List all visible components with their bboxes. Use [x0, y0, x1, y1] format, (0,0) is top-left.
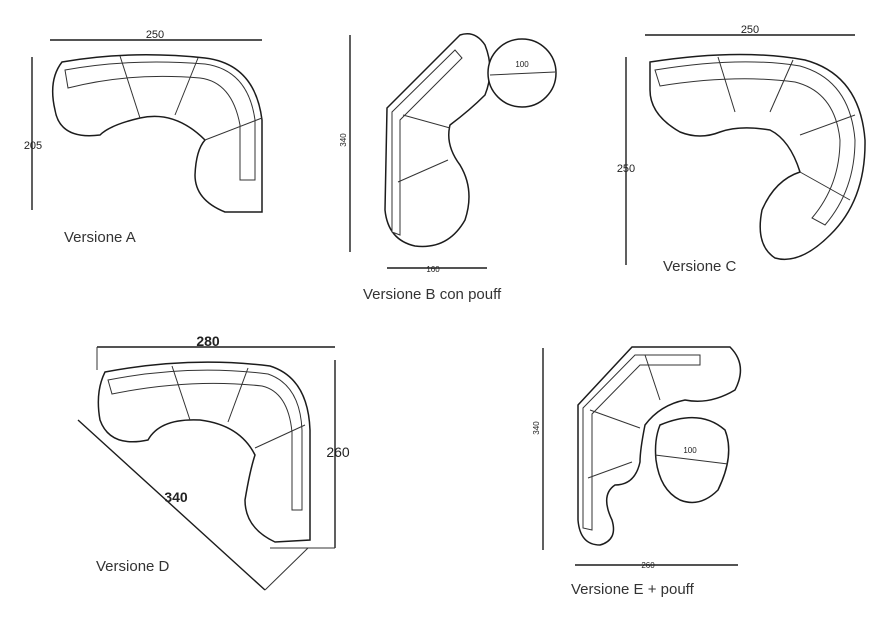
version-a-backrest [64, 61, 256, 181]
version-d-drawing: 280 260 340 [77, 333, 350, 591]
version-b-pouff-label: 100 [515, 60, 529, 69]
version-c-seat-divider-2 [769, 59, 794, 113]
version-c-sofa-outline [649, 53, 866, 261]
version-a-seat-divider-3 [204, 117, 263, 141]
version-c-seat-divider-3 [799, 114, 856, 136]
version-b-drawing: 340 160 100 [339, 33, 557, 274]
version-e-seat-divider-2 [587, 461, 633, 479]
version-b-sofa-outline [384, 33, 491, 248]
version-e-height-label: 340 [532, 421, 541, 435]
version-b-pouff [487, 38, 557, 108]
version-c-seat-divider-1 [717, 56, 736, 113]
version-b-title: Versione B con pouff [363, 286, 502, 303]
version-d-diagonal-dimension-line [77, 419, 266, 591]
version-c-title: Versione C [663, 258, 737, 275]
version-e-seat-divider-3 [644, 354, 661, 401]
version-e-pouff-line [654, 454, 729, 465]
version-c-backrest [654, 61, 856, 226]
version-b-width-label: 160 [426, 265, 440, 274]
version-e-sofa-outline [577, 346, 742, 546]
version-d-seat-divider-2 [227, 367, 249, 423]
version-e-seat-divider-1 [589, 409, 641, 429]
version-a-seat-divider-2 [174, 57, 199, 116]
version-d-diagonal-tick [264, 547, 309, 591]
version-e-title: Versione E + pouff [571, 581, 694, 598]
version-b-seat-divider-1 [402, 114, 451, 129]
version-a-sofa-outline [51, 54, 263, 213]
version-d-height-label: 260 [326, 444, 350, 460]
version-a-seat-divider-1 [119, 55, 141, 119]
version-d-backrest [107, 369, 303, 511]
version-d-seat-divider-1 [171, 365, 191, 421]
version-a-drawing: 250 205 [24, 29, 263, 213]
version-d-width-label: 280 [196, 333, 220, 349]
version-b-backrest [391, 49, 463, 236]
version-e-drawing: 340 260 100 [532, 346, 742, 570]
version-e-pouff-label: 100 [683, 446, 697, 455]
version-c-seat-divider-4 [799, 171, 851, 201]
version-a-title: Versione A [64, 229, 136, 246]
version-b-seat-divider-2 [397, 159, 449, 183]
version-c-depth-label: 250 [617, 163, 635, 175]
version-d-diagonal-label: 340 [164, 489, 188, 505]
version-d-seat-divider-3 [254, 424, 306, 449]
version-e-width-label: 260 [641, 561, 655, 570]
version-a-width-label: 250 [146, 29, 164, 41]
version-e-backrest [582, 354, 701, 531]
version-c-drawing: 250 250 [617, 24, 866, 265]
version-c-width-label: 250 [741, 24, 759, 36]
version-b-pouff-diameter-line [489, 71, 556, 76]
version-d-title: Versione D [96, 558, 170, 575]
version-b-height-label: 340 [339, 133, 348, 147]
version-a-depth-label: 205 [24, 140, 42, 152]
version-d-sofa-outline [97, 361, 311, 543]
